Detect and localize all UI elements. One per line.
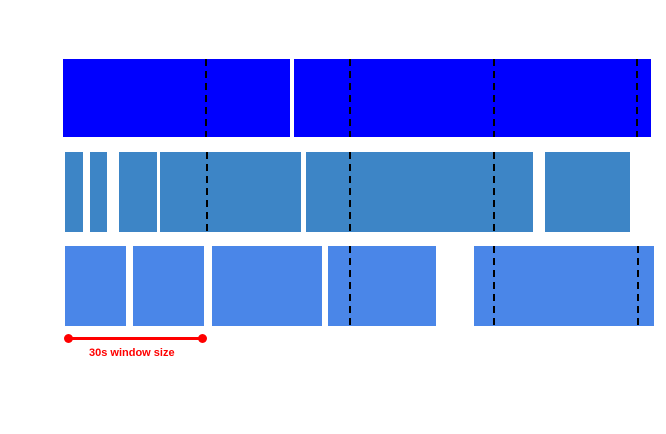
row-middle-segment-bar	[90, 152, 107, 232]
row-top-window-boundary-dashline	[636, 59, 638, 137]
row-middle-segment-bar	[545, 152, 630, 232]
row-bottom-segment-bar	[65, 246, 126, 326]
row-top-window-boundary-dashline	[349, 59, 351, 137]
measure-endpoint-left	[63, 333, 73, 343]
row-middle-segment-bar	[119, 152, 157, 232]
row-top-segment-bar	[294, 59, 651, 137]
row-bottom-segment-bar	[328, 246, 436, 326]
window-size-label: 30s window size	[89, 347, 175, 359]
row-middle-segment-bar	[65, 152, 83, 232]
measure-endpoint-right	[198, 333, 207, 343]
row-bottom-segment-bar	[212, 246, 322, 326]
row-middle-window-boundary-dashline	[206, 152, 208, 232]
measure-line	[68, 336, 206, 340]
row-middle-window-boundary-dashline	[493, 152, 495, 232]
row-top-segment-bar	[63, 59, 290, 137]
row-middle-segment-bar	[160, 152, 301, 232]
row-top-window-boundary-dashline	[205, 59, 207, 137]
row-bottom-segment-bar	[133, 246, 204, 326]
row-bottom-segment-bar	[474, 246, 654, 326]
row-bottom-window-boundary-dashline	[493, 246, 495, 326]
row-middle-window-boundary-dashline	[349, 152, 351, 232]
row-middle-segment-bar	[306, 152, 533, 232]
row-top-window-boundary-dashline	[493, 59, 495, 137]
row-bottom-window-boundary-dashline	[637, 246, 639, 326]
row-bottom-window-boundary-dashline	[349, 246, 351, 326]
